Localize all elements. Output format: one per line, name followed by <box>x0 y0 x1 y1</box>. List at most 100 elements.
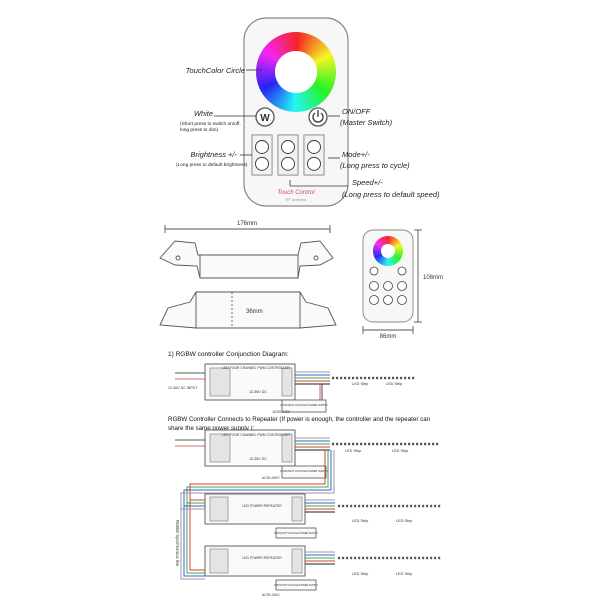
color-wheel-segment <box>392 255 400 262</box>
color-wheel-segment <box>390 237 396 245</box>
color-wheel-segment <box>256 67 276 72</box>
led-chip <box>398 504 401 508</box>
color-wheel-segment <box>373 252 382 257</box>
led-chip <box>422 504 425 508</box>
led-chip <box>378 504 381 508</box>
color-wheel-segment <box>381 257 386 266</box>
led-chip <box>412 376 415 380</box>
led-chip <box>408 442 411 446</box>
small-w-button <box>369 266 379 276</box>
led-chip <box>402 504 405 508</box>
color-wheel-segment <box>389 236 393 245</box>
remote-leader-lines <box>214 69 348 187</box>
led-chip <box>370 556 373 560</box>
color-wheel-segment <box>262 83 280 98</box>
color-wheel-segment <box>394 244 403 249</box>
d2-strip-label-5: LED Strip <box>352 572 368 576</box>
led-chip <box>420 442 423 446</box>
color-wheel-segment <box>383 257 387 266</box>
color-wheel-segment <box>278 90 289 110</box>
led-chip <box>402 556 405 560</box>
led-chip <box>390 504 393 508</box>
color-wheel-segment <box>394 247 403 250</box>
color-wheel-segment <box>386 236 389 245</box>
color-wheel-segment <box>373 248 382 251</box>
led-chip <box>388 376 391 380</box>
color-wheel-segment <box>390 257 396 265</box>
color-wheel-segment <box>314 80 333 93</box>
color-wheel-segment <box>256 61 276 69</box>
color-wheel-segment <box>257 77 277 86</box>
d2-repeater-1-power-label: CONSTANT VOLTAGE POWER SUPPLY <box>274 532 319 535</box>
color-wheel-segment <box>306 37 320 55</box>
color-wheel-segment <box>285 92 293 112</box>
color-wheel-segment <box>382 236 387 245</box>
small-color-wheel <box>373 236 403 266</box>
color-wheel-segment <box>394 245 403 250</box>
d2-sync-lines <box>180 450 335 580</box>
white-label: White <box>194 109 213 118</box>
color-wheel-segment <box>261 82 279 95</box>
d2-repeater-1-power <box>275 527 317 539</box>
led-chip <box>358 556 361 560</box>
color-wheel-segment <box>267 86 283 103</box>
color-wheel-segment <box>258 54 278 65</box>
led-chip <box>344 376 347 380</box>
d2-voltage-label: 12-36V DC <box>249 457 267 461</box>
led-chip <box>352 442 355 446</box>
color-wheel-segment <box>256 64 276 71</box>
onoff-note: (Master Switch) <box>340 118 393 127</box>
color-wheel-segment <box>316 61 336 69</box>
color-wheel-segment <box>257 57 277 67</box>
led-chip <box>350 556 353 560</box>
led-chip <box>354 504 357 508</box>
led-chip <box>378 556 381 560</box>
led-chip <box>396 442 399 446</box>
color-wheel-segment <box>272 89 286 107</box>
color-wheel-segment <box>373 253 382 258</box>
color-wheel-segment <box>299 92 307 112</box>
d1-output-wires <box>295 371 330 385</box>
remote-keypad <box>251 134 325 176</box>
d1-strip-label-1: LED Strip <box>352 382 368 386</box>
led-chip <box>382 504 385 508</box>
color-wheel-segment <box>373 245 382 250</box>
color-wheel-segment <box>292 32 297 52</box>
color-wheel-segment <box>309 86 325 103</box>
led-chip <box>406 504 409 508</box>
color-wheel-segment <box>394 252 403 257</box>
d1-power-label: CONSTANT VOLTAGE POWER SUPPLY <box>280 403 328 407</box>
led-chip <box>384 442 387 446</box>
led-chip <box>434 556 437 560</box>
remote-brand-sub: RF wireless <box>286 197 307 202</box>
color-wheel-segment <box>304 35 317 54</box>
color-wheel-segment <box>373 252 382 255</box>
d1-strip-label-2: LED Strip <box>386 382 402 386</box>
d2-strip-label-1: LED Strip <box>345 449 361 453</box>
color-wheel-segment <box>310 43 327 59</box>
led-chip <box>390 556 393 560</box>
led-chip <box>340 376 343 380</box>
color-wheel-segment <box>392 239 399 247</box>
color-wheel-segment <box>295 92 300 112</box>
mode-label: Mode+/- <box>342 150 370 159</box>
color-wheel-segment <box>291 92 296 112</box>
led-chip <box>434 504 437 508</box>
color-wheel-segment <box>394 251 403 253</box>
color-wheel-segment <box>393 242 402 248</box>
brightness-label: Brightness +/- <box>191 150 238 159</box>
d2-controller-label: LED FOUR CHANNEL PWM CONTROLLER <box>222 433 290 437</box>
led-chip <box>410 556 413 560</box>
color-wheel-segment <box>386 257 388 266</box>
color-wheel-segment <box>374 253 382 259</box>
color-wheel-segment <box>389 257 392 266</box>
controller-top-view <box>159 240 334 279</box>
d2-strip-label-6: LED Strip <box>396 572 412 576</box>
color-wheel-segment <box>275 90 288 109</box>
color-wheel-segment <box>391 256 398 264</box>
led-chip <box>372 442 375 446</box>
d2-repeater-1-label: LED POWER REPEATER <box>242 504 282 508</box>
color-wheel-segment <box>303 34 314 54</box>
color-wheel-segment <box>297 32 304 52</box>
white-note-2: long press to dim) <box>180 127 219 133</box>
